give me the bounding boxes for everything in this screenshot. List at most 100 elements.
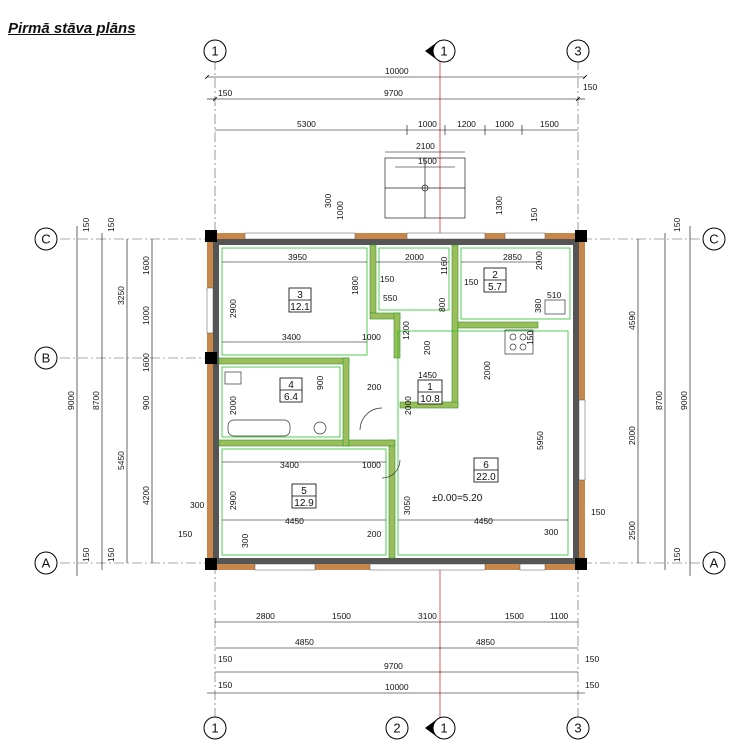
dim-bottom-row2-b: 4850 (476, 637, 495, 647)
dim-r3-w: 3950 (288, 252, 307, 262)
dim-r2-150: 150 (464, 277, 478, 287)
dim-r6-h: 5950 (535, 431, 545, 450)
dim-r5-300b: 300 (240, 534, 250, 548)
dim-left-edge-top2: 150 (106, 218, 116, 232)
axis-top-1: 1 (211, 44, 218, 59)
dim-r6-w: 4450 (474, 516, 493, 526)
room-1-area: 10.8 (420, 394, 440, 405)
dim-r1-550: 550 (383, 293, 397, 303)
dim-top-row3-b: 1000 (418, 119, 437, 129)
dim-top-row3-a: 5300 (297, 119, 316, 129)
partitions (218, 244, 539, 559)
room-6-area: 22.0 (476, 472, 496, 483)
axis-bubbles-left: C B A (34, 227, 58, 575)
room-4-number: 4 (288, 380, 294, 391)
dim-right-overall: 9000 (679, 391, 689, 410)
axis-left-c: C (41, 232, 50, 247)
dim-hall-1000: 1000 (362, 332, 381, 342)
axis-right-c: C (709, 232, 718, 247)
dim-r5-150: 150 (178, 529, 192, 539)
dim-r2-2000: 2000 (534, 251, 544, 270)
dim-bottom-row1-a: 2800 (256, 611, 275, 621)
dim-right-inner: 8700 (654, 391, 664, 410)
dim-r5-200: 200 (367, 529, 381, 539)
axis-bubbles-top: 1 1 3 (203, 39, 590, 63)
dim-r5-300: 300 (190, 500, 204, 510)
column-markers (205, 230, 587, 570)
dim-left-edge-bottom: 150 (81, 548, 91, 562)
axis-left-b: B (42, 351, 51, 366)
fixtures (224, 299, 566, 479)
axis-bottom-1: 1 (211, 721, 218, 736)
dim-left-row-b0: 1600 (141, 256, 151, 275)
room-label-1: 1 10.8 (417, 379, 443, 405)
dimensions-top (204, 74, 588, 168)
dim-r5-h: 2900 (228, 491, 238, 510)
room-1-number: 1 (427, 382, 433, 393)
dim-left-edge-top: 150 (81, 218, 91, 232)
dim-r2-510: 510 (547, 290, 561, 300)
axis-bubbles-right: C A (702, 227, 726, 575)
dim-right-edge-top: 150 (672, 218, 682, 232)
dim-r2-800: 800 (437, 298, 447, 312)
dim-r4-h: 2000 (228, 396, 238, 415)
dim-bottom-inner: 9700 (384, 661, 403, 671)
dim-porch-1000: 1000 (335, 201, 345, 220)
axis-bubbles-bottom: 1 2 1 3 (203, 716, 590, 740)
dim-left-row-a1: 5450 (116, 451, 126, 470)
dim-bottom-overall: 10000 (385, 682, 409, 692)
dim-left-inner: 8700 (91, 391, 101, 410)
dim-left-edge-bottom2: 150 (106, 548, 116, 562)
dim-top-inner: 9700 (384, 88, 403, 98)
dim-r1-1800: 1800 (350, 276, 360, 295)
room-label-4: 4 6.4 (279, 377, 303, 403)
dim-hall-1450: 1450 (418, 370, 437, 380)
axis-top-3: 3 (574, 44, 581, 59)
dim-bottom-row1-b: 1500 (332, 611, 351, 621)
porch-dim-labels: 300 1000 1300 150 (323, 194, 539, 222)
dim-top-row3-c: 1200 (457, 119, 476, 129)
dim-r6-300: 300 (544, 527, 558, 537)
dim-r3-low: 3400 (282, 332, 301, 342)
room-label-6: 6 22.0 (473, 457, 499, 483)
dim-bottom-edge-left2: 150 (218, 680, 232, 690)
room-2-area: 5.7 (488, 282, 502, 293)
dim-bottom-row1-c: 3100 (418, 611, 437, 621)
dim-r2-w: 2850 (503, 252, 522, 262)
dim-r3-h: 2900 (228, 299, 238, 318)
dimension-labels-left: 9000 8700 3250 5450 1600 1000 1600 900 4… (66, 218, 151, 562)
dimension-labels-bottom: 2800 1500 3100 1500 1100 4850 4850 150 9… (218, 611, 599, 692)
dim-r6-2000: 2000 (482, 361, 492, 380)
dim-right-edge-bottom: 150 (672, 548, 682, 562)
dimension-labels-top: 10000 150 9700 150 5300 1000 1200 1000 1… (218, 66, 597, 166)
dim-top-porch2: 1500 (418, 156, 437, 166)
dimensions-bottom (207, 621, 585, 694)
dim-top-edge-right: 150 (583, 82, 597, 92)
axis-left-a: A (42, 556, 51, 571)
dim-right-row1: 2000 (627, 426, 637, 445)
dim-r6-150: 150 (591, 507, 605, 517)
dim-left-row-b1: 1000 (141, 306, 151, 325)
porch (384, 157, 466, 219)
dim-left-row-b3: 900 (141, 396, 151, 410)
axis-bottom-section: 1 (440, 721, 447, 736)
dimension-labels-right: 4590 2000 2500 8700 9000 150 150 (627, 218, 689, 562)
room-label-3: 3 12.1 (288, 287, 312, 313)
room-5-area: 12.9 (294, 498, 314, 509)
axis-bottom-3: 3 (574, 721, 581, 736)
inside-dim-labels: 3950 2900 3400 2000 1800 150 550 1 200 28… (178, 251, 605, 548)
dim-bottom-row1-e: 1100 (550, 611, 569, 621)
room-3-area: 12.1 (290, 302, 310, 313)
dim-left-row-b2: 1600 (141, 353, 151, 372)
dim-hall-200b: 200 (367, 382, 381, 392)
room-6-number: 6 (483, 460, 489, 471)
dim-porch-1300: 1300 (494, 196, 504, 215)
dim-r2-150b: 150 (525, 331, 535, 345)
dim-hall-1000b: 1000 (362, 460, 381, 470)
dim-top-porch1: 2100 (416, 141, 435, 151)
dim-top-row3-d: 1000 (495, 119, 514, 129)
room-outlines (221, 247, 571, 556)
page-title: Pirmā stāva plāns (8, 20, 136, 37)
dim-left-overall: 9000 (66, 391, 76, 410)
room-5-number: 5 (301, 486, 307, 497)
